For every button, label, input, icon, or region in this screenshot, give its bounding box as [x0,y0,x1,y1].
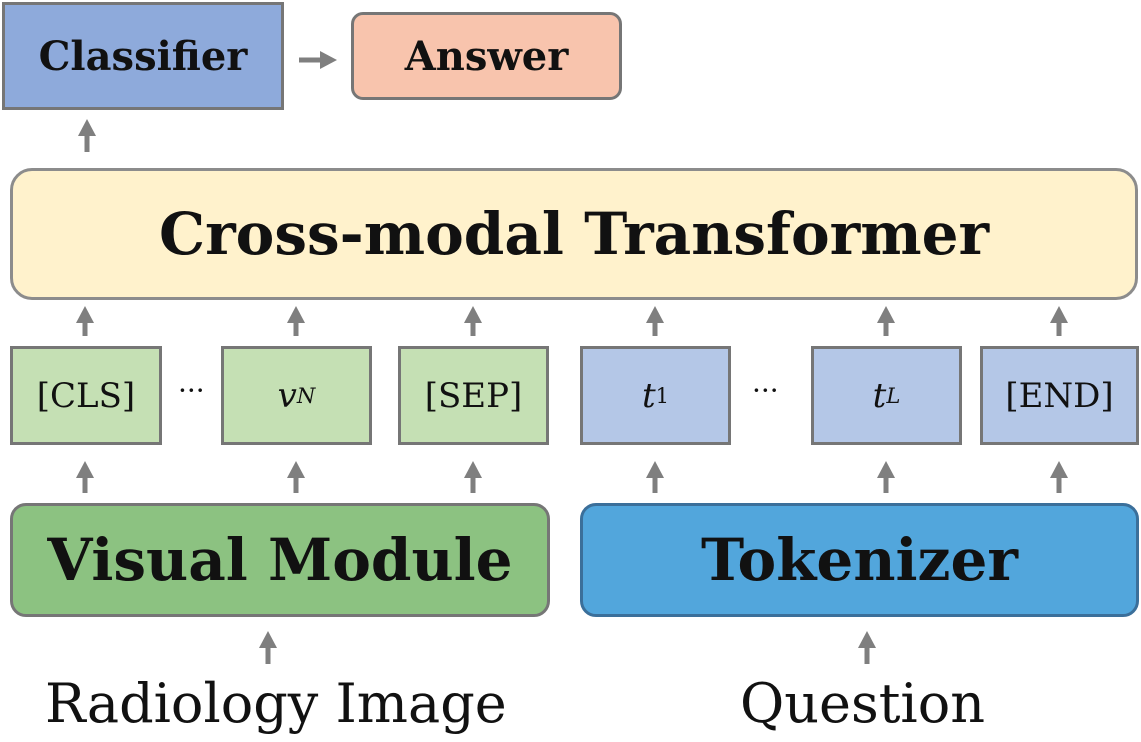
arrow-visual-to-vn [287,461,305,493]
arrow-classifier-to-answer [299,51,337,69]
token-sep-label: [SEP] [424,375,523,416]
arrow-sep-to-transformer [464,306,482,336]
token-sep: [SEP] [398,346,549,445]
arrow-tokenizer-to-t1 [646,461,664,493]
arrow-transformer-to-classifier [78,119,96,152]
visual-token-ellipsis: ··· [178,374,205,407]
transformer-label: Cross-modal Transformer [158,200,990,268]
tokenizer-box: Tokenizer [580,503,1139,617]
arrow-cls-to-transformer [76,306,94,336]
visual-module-label: Visual Module [47,526,513,594]
token-end: [END] [980,346,1139,445]
answer-box: Answer [351,12,622,100]
arrow-question-to-tokenizer [858,631,876,664]
token-t1-var: t [641,375,656,416]
arrow-tokenizer-to-tl [877,461,895,493]
question-token-ellipsis: ··· [752,374,779,407]
tokenizer-label: Tokenizer [701,526,1018,594]
arrow-tokenizer-to-end [1050,461,1068,493]
token-t1-sub: 1 [655,383,670,408]
token-tl-sub: L [886,383,901,408]
answer-label: Answer [404,32,569,80]
token-vn-var: v [277,375,297,416]
token-tl-var: t [872,375,887,416]
arrow-visual-to-sep [464,461,482,493]
arrow-image-to-visual [259,631,277,664]
arrow-visual-to-cls [76,461,94,493]
visual-module-box: Visual Module [10,503,550,617]
classifier-box: Classifier [2,2,284,110]
arrow-end-to-transformer [1050,306,1068,336]
token-cls: [CLS] [10,346,162,445]
cross-modal-transformer-box: Cross-modal Transformer [10,168,1138,300]
question-caption: Question [740,672,985,735]
classifier-label: Classifier [38,32,248,80]
arrow-vn-to-transformer [287,306,305,336]
radiology-image-caption: Radiology Image [45,672,507,735]
token-cls-label: [CLS] [36,375,136,416]
token-vn-sub: N [296,383,316,408]
token-end-label: [END] [1005,375,1114,416]
arrow-t1-to-transformer [646,306,664,336]
arrow-tl-to-transformer [877,306,895,336]
